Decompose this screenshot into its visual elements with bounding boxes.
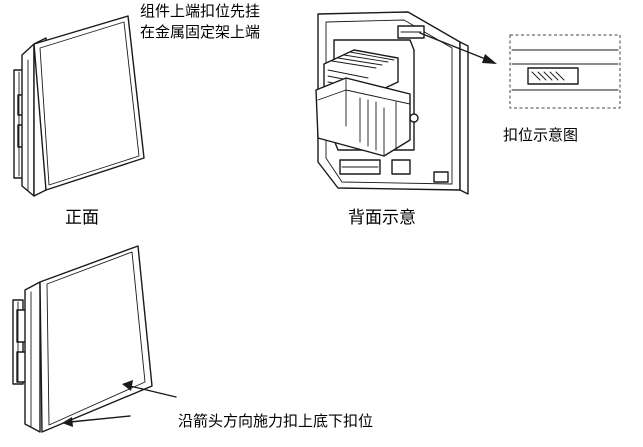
- detail-caption: 扣位示意图: [503, 126, 579, 144]
- back-caption: 背面示意: [348, 208, 416, 228]
- back-view-panel: [315, 11, 469, 195]
- top-note-line2: 在金属固定架上端: [140, 23, 261, 41]
- press-direction-arrows: [62, 380, 177, 427]
- top-note-line1: 组件上端扣位先挂: [140, 2, 261, 20]
- clip-detail-box: [509, 34, 621, 109]
- bottom-note: 沿箭头方向施力扣上底下扣位: [178, 412, 374, 430]
- bottom-view-panel: [12, 245, 153, 433]
- detail-callout-arrow: [419, 32, 497, 64]
- front-caption: 正面: [65, 208, 99, 228]
- front-view-panel: [13, 15, 145, 197]
